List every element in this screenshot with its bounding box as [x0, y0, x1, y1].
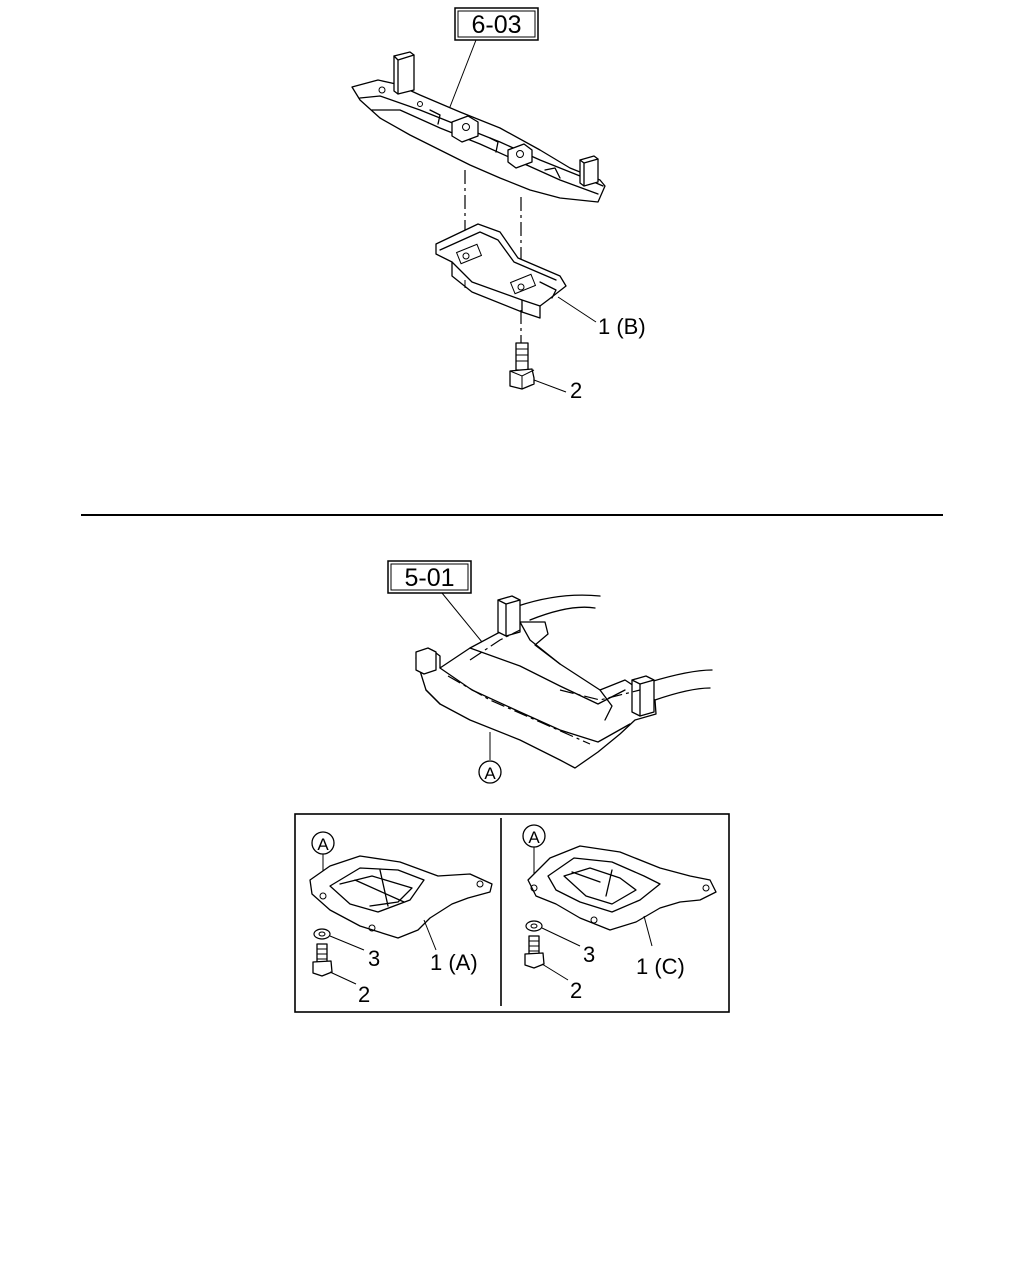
crossmember-5-01	[415, 595, 657, 769]
plate-1a	[309, 855, 493, 939]
callout-bolt-top: 2	[570, 378, 582, 403]
ref-box-5-01-label: 5-01	[404, 564, 454, 592]
detail-right: A 3 2 1 (C)	[522, 824, 717, 1003]
crossmember-6-03	[351, 51, 606, 203]
bottom-diagram: 5-01 A	[294, 560, 730, 1013]
top-diagram: 6-03	[351, 7, 646, 403]
bracket-1b	[435, 223, 567, 319]
view-marker-a-label: A	[484, 764, 496, 783]
ref-box-5-01[interactable]: 5-01	[387, 560, 472, 594]
bolt-top	[509, 342, 535, 390]
detail-box	[294, 813, 730, 1013]
detail-left-bolt: 2	[358, 982, 370, 1007]
callout-1b: 1 (B)	[598, 314, 646, 339]
detail-right-marker: A	[528, 828, 540, 847]
plate-1c	[527, 845, 717, 931]
detail-left-marker: A	[317, 835, 329, 854]
detail-left-plate: 1 (A)	[430, 950, 478, 975]
detail-left-washer: 3	[368, 946, 380, 971]
detail-left: A 3 2 1 (A)	[309, 831, 493, 1007]
detail-right-plate: 1 (C)	[636, 954, 685, 979]
ref-box-6-03-label: 6-03	[471, 11, 521, 39]
ref-box-6-03[interactable]: 6-03	[454, 7, 539, 41]
view-marker-a[interactable]	[478, 760, 502, 784]
detail-right-bolt: 2	[570, 978, 582, 1003]
detail-right-washer: 3	[583, 942, 595, 967]
